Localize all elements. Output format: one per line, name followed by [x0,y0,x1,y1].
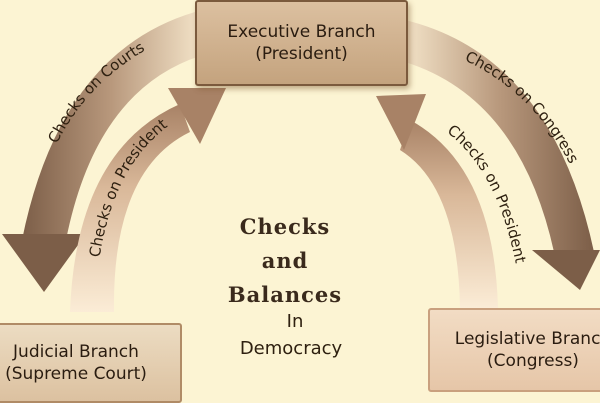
center-democracy: Democracy [239,338,343,359]
legislative-branch-title: Legislative Branch [454,329,600,349]
executive-branch-box: Executive Branch (President) [195,0,408,86]
center-and: and [261,248,309,273]
arrow-checks-on-congress [405,20,600,290]
arrow-checks-on-courts [2,12,200,292]
center-balances: Balances [227,282,343,307]
arrow-checks-on-president-left [70,88,226,312]
judicial-branch-title: Judicial Branch [13,342,139,362]
legislative-branch-subtitle: (Congress) [487,351,579,371]
center-title: Checks and Balances In Democracy [200,214,370,359]
judicial-branch-box: Judicial Branch (Supreme Court) [0,323,182,403]
center-checks: Checks [239,214,331,239]
arrow-checks-on-president-right [376,94,498,308]
legislative-branch-box: Legislative Branch (Congress) [428,308,600,392]
executive-branch-subtitle: (President) [255,44,348,64]
center-in: In [286,311,304,332]
judicial-branch-subtitle: (Supreme Court) [5,364,147,384]
executive-branch-title: Executive Branch [227,22,376,42]
